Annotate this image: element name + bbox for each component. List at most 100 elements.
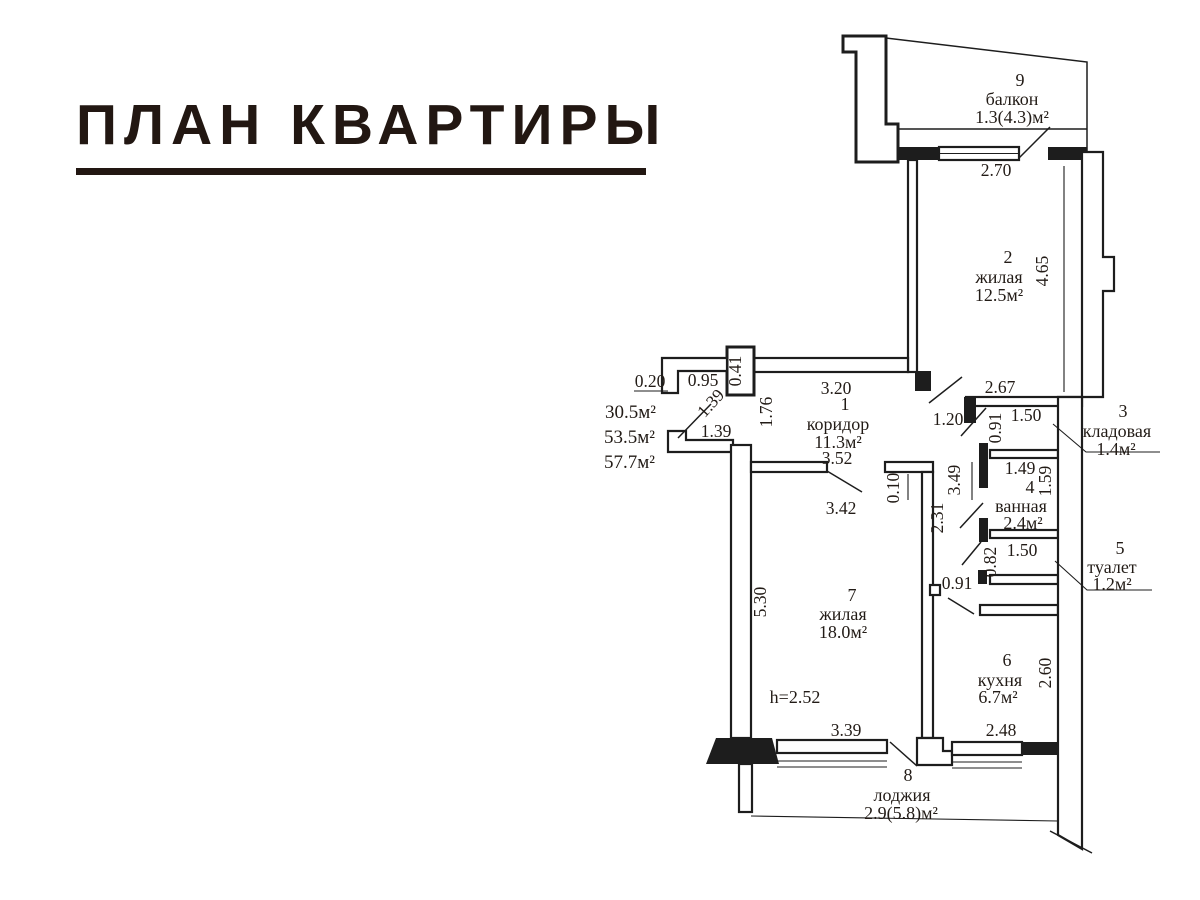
door-swing-kitchen	[947, 597, 975, 615]
dim-1-50-storage: 1.50	[1011, 405, 1042, 425]
room-8-number: 8	[904, 765, 913, 785]
window-kitchen	[950, 740, 1024, 757]
room-9-name: балкон	[986, 89, 1039, 109]
leader-wc	[1054, 560, 1152, 591]
dim-2-60: 2.60	[1035, 657, 1055, 688]
door-swing-room7	[826, 470, 863, 493]
jamb-bath-top	[979, 443, 988, 488]
dim-1-59: 1.59	[1035, 465, 1055, 496]
door-swing-entrance	[677, 403, 712, 439]
room-3-name: кладовая	[1083, 421, 1151, 441]
dim-3-42: 3.42	[826, 498, 857, 518]
page-title: ПЛАН КВАРТИРЫ	[76, 93, 668, 157]
room-7-area: 18.0м²	[819, 622, 867, 642]
ceiling-height: h=2.52	[770, 687, 821, 707]
loggia-bottom-line	[750, 815, 1059, 822]
door-swing-balcony	[1018, 126, 1051, 159]
room-3-area: 1.4м²	[1096, 439, 1135, 459]
dim-0-91-kitchen-door: 0.91	[942, 573, 973, 593]
leader-storage	[1052, 423, 1160, 453]
jamb-bath-bottom	[979, 518, 988, 542]
room-5-area: 1.2м²	[1092, 574, 1131, 594]
room-9-area: 1.3(4.3)м²	[975, 107, 1049, 128]
wall-balcony-left	[841, 34, 900, 164]
dim-0-91-storage: 0.91	[985, 413, 1005, 444]
door-swing-bath	[959, 502, 984, 529]
dim-1-39-diag: 1.39	[693, 385, 729, 421]
wall-kitchen-bottom-right	[1022, 742, 1058, 755]
walls	[634, 34, 1160, 854]
jamb-wc-bottom	[978, 570, 987, 584]
area-summary: 30.5м² 53.5м² 57.7м²	[604, 402, 656, 473]
room-5-name: туалет	[1087, 557, 1137, 577]
dim-3-52: 3.52	[822, 448, 853, 468]
dim-0-41: 0.41	[725, 356, 745, 387]
dim-1-39: 1.39	[701, 421, 732, 441]
wall-loggia-left-stub	[737, 762, 754, 814]
dim-1-49: 1.49	[1005, 458, 1036, 478]
room-4-name: ванная	[995, 496, 1047, 516]
dim-2-70: 2.70	[981, 160, 1012, 180]
dim-3-39: 3.39	[831, 720, 862, 740]
dim-2-67: 2.67	[985, 377, 1016, 397]
room-2-number: 2	[1004, 247, 1013, 267]
wall-room7-left	[729, 443, 753, 740]
wall-cut-diagonal	[1049, 830, 1093, 854]
wall-exterior-right-upper	[1080, 150, 1116, 399]
wall-entry-lower	[666, 429, 735, 454]
wall-exterior-right-lower	[1056, 395, 1084, 851]
room-1-name: коридор	[807, 414, 870, 434]
wall-entry-block	[725, 345, 756, 397]
wall-corridor-bottom-right	[883, 460, 935, 474]
dim-2-31: 2.31	[927, 503, 947, 534]
door-swing-wc	[961, 541, 982, 566]
wall-corridor-top	[752, 356, 910, 374]
wall-room2-left	[906, 158, 919, 374]
room-7-number: 7	[848, 585, 857, 605]
room-6-number: 6	[1003, 650, 1012, 670]
dim-1-76: 1.76	[756, 396, 776, 427]
room-labels: 9 балкон 1.3(4.3)м² 2 жилая 12.5м² 1 кор…	[770, 70, 1152, 824]
jamb-square-hall	[928, 583, 942, 597]
wall-room2-top-right	[1048, 147, 1087, 160]
door-swing-loggia	[889, 741, 918, 767]
dim-1-50-wc: 1.50	[1007, 540, 1038, 560]
summary-area-total: 57.7м²	[604, 452, 655, 473]
wall-loggia-door-block	[915, 736, 954, 767]
summary-area-living: 30.5м²	[605, 402, 656, 423]
room-8-name: лоджия	[874, 785, 931, 805]
wall-entry-outer	[660, 356, 729, 395]
dim-2-48: 2.48	[986, 720, 1017, 740]
dim-0-10: 0.10	[883, 472, 903, 503]
room-4-number: 4	[1026, 477, 1035, 497]
room-8-area: 2.9(5.8)м²	[864, 803, 938, 824]
room-1-number: 1	[841, 394, 850, 414]
dim-4-65: 4.65	[1032, 255, 1052, 286]
dim-0-20: 0.20	[635, 371, 666, 391]
dim-1-20: 1.20	[933, 409, 964, 429]
room-1-area: 11.3м²	[814, 432, 862, 452]
dim-0-95: 0.95	[688, 370, 719, 390]
title-block: ПЛАН КВАРТИРЫ	[76, 92, 667, 175]
room-6-name: кухня	[978, 670, 1022, 690]
room-6-area: 6.7м²	[978, 687, 1017, 707]
door-swing-room2	[928, 376, 963, 404]
room-4-area: 2.4м²	[1003, 513, 1042, 533]
jamb-storage-left	[964, 397, 976, 423]
dim-0-82: 0.82	[980, 547, 1000, 578]
wall-bath-top	[988, 448, 1060, 460]
window-room7	[775, 738, 889, 755]
dimension-labels: 2.70 4.65 0.20 0.95 0.41 3.20 1.39 1.76 …	[635, 160, 1055, 740]
wall-room2-top-left	[898, 147, 939, 160]
room-7-name: жилая	[818, 604, 866, 624]
wall-corridor-bottom-left	[749, 460, 829, 474]
door-swing-storage	[960, 407, 987, 437]
wall-wc-bottom	[988, 573, 1060, 586]
jamb-room2-door	[915, 371, 931, 391]
room-3-number: 3	[1119, 401, 1128, 421]
room-9-number: 9	[1016, 70, 1025, 90]
dim-5-30: 5.30	[750, 586, 770, 617]
dim-3-20: 3.20	[821, 378, 852, 398]
wall-footing-left	[706, 738, 779, 764]
